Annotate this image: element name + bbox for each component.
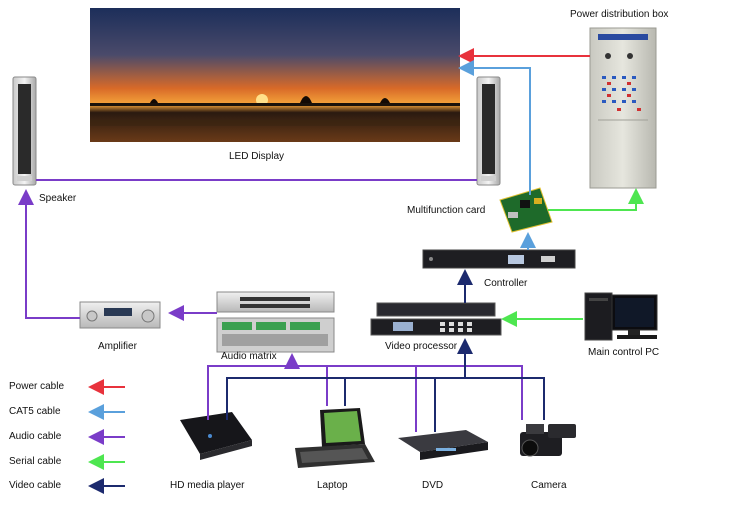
dvd-label: DVD (422, 480, 444, 491)
amplifier-image (79, 301, 161, 329)
controller-image (422, 249, 576, 269)
video-processor-image (370, 302, 502, 336)
speaker-right-image (476, 76, 501, 186)
audio-cable-bus (207, 365, 523, 420)
laptop-label: Laptop (317, 480, 348, 491)
serial-cable-to-box (548, 188, 644, 211)
power-box-label: Power distribution box (570, 9, 669, 20)
laptop-image (295, 408, 375, 468)
multifunction-card-image (499, 187, 553, 233)
legend-arrows (88, 379, 125, 494)
power-distribution-box-image (589, 27, 657, 189)
led-display-image (90, 8, 460, 142)
audio-matrix-image (216, 291, 335, 353)
main-control-pc-image (584, 292, 658, 341)
speaker-left-image (12, 76, 37, 186)
amplifier-label: Amplifier (98, 341, 137, 352)
video-processor-label: Video processor (385, 341, 458, 352)
hd-media-player-image (180, 412, 252, 460)
legend-audio-label: Audio cable (9, 431, 62, 442)
legend-serial-label: Serial cable (9, 456, 62, 467)
legend-video-label: Video cable (9, 480, 62, 491)
multifunction-card-label: Multifunction card (407, 205, 486, 216)
camera-label: Camera (531, 480, 567, 491)
main-pc-label: Main control PC (588, 347, 660, 358)
controller-label: Controller (484, 278, 528, 289)
led-display-label: LED Display (229, 151, 285, 162)
legend-power-label: Power cable (9, 381, 65, 392)
legend-cat5-label: CAT5 cable (9, 406, 61, 417)
speaker-label: Speaker (39, 193, 77, 204)
video-cable-bus (226, 377, 545, 420)
dvd-image (398, 430, 488, 460)
audio-matrix-label: Audio matrix (221, 351, 277, 362)
cat5-cable-to-display (458, 60, 531, 195)
camera-image (520, 424, 576, 457)
hd-player-label: HD media player (170, 480, 245, 491)
audio-cable-to-speaker (18, 189, 80, 319)
